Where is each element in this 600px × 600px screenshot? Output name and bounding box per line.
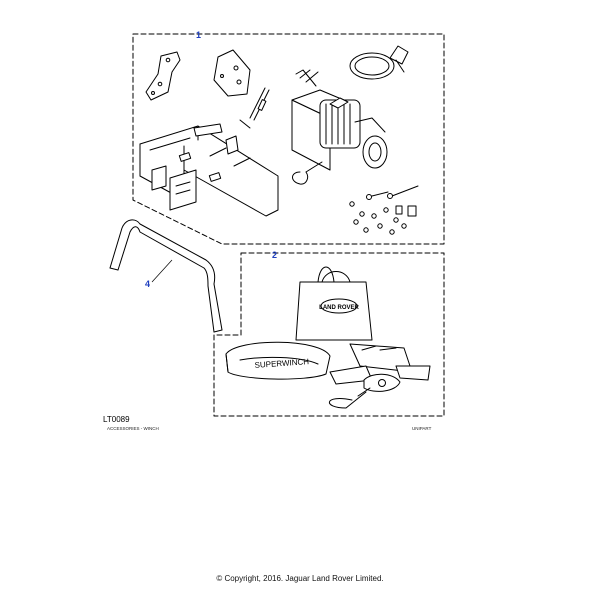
- winch-mounting-frame: [139, 125, 279, 217]
- mounting-bracket-right: [213, 49, 251, 97]
- snatch-block: [328, 365, 401, 409]
- remote-control-lead: [349, 45, 409, 80]
- winch-unit: [291, 69, 388, 185]
- mounting-bracket-left: [145, 51, 181, 101]
- caption-right: UNIPART: [412, 426, 432, 431]
- copyright-notice: © Copyright, 2016. Jaguar Land Rover Lim…: [216, 574, 384, 583]
- tree-strap: [225, 341, 331, 380]
- group-1-boundary: [132, 33, 445, 245]
- caption-left: ACCESSORIES - WINCH: [107, 426, 159, 431]
- group-2-boundary: [213, 252, 445, 417]
- bag-logo: LAND ROVER: [319, 305, 359, 311]
- callout-4-leader: [151, 259, 173, 283]
- small-brackets: [193, 119, 251, 155]
- gloves: [349, 343, 431, 381]
- fastener-kit: [349, 185, 419, 235]
- callout-1[interactable]: 1: [196, 30, 202, 40]
- reference-code: LT0089: [103, 415, 130, 424]
- strap-lettering: SUPERWINCH: [254, 357, 309, 370]
- storage-bag: [295, 266, 373, 341]
- callout-4[interactable]: 4: [145, 279, 151, 289]
- a-bar-tube: [109, 219, 223, 333]
- callout-2[interactable]: 2: [272, 250, 278, 260]
- power-cable: [249, 87, 270, 121]
